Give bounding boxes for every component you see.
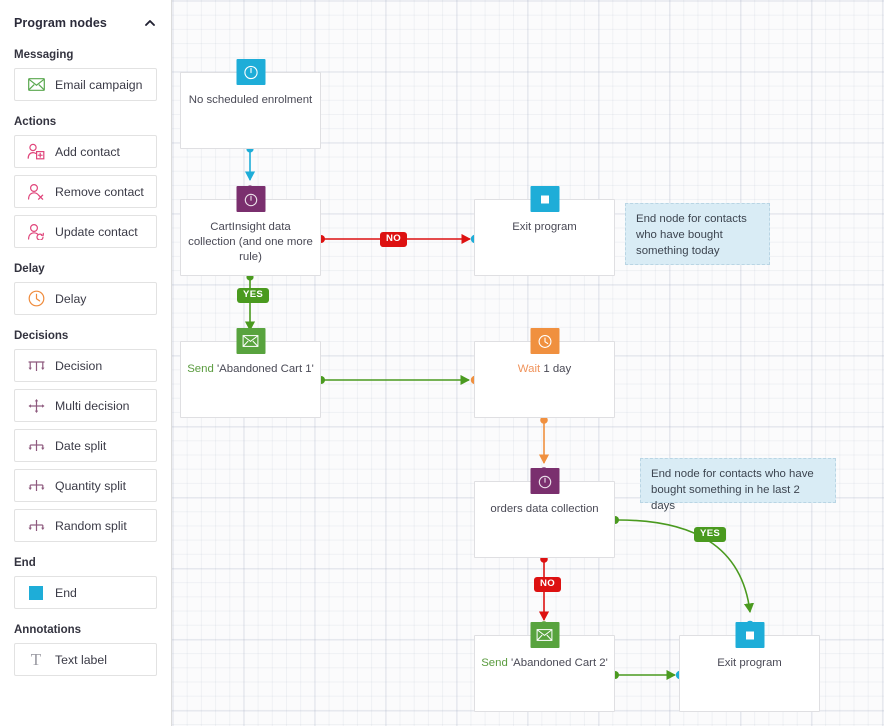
caption-rest: 1 day xyxy=(540,363,572,375)
program-node-wait-1-day[interactable]: Wait 1 day xyxy=(474,328,615,418)
node-button-label: Add contact xyxy=(55,144,120,159)
program-node-no-scheduled-enrolment[interactable]: No scheduled enrolment xyxy=(180,59,321,149)
program-node-caption: Exit program xyxy=(512,221,577,233)
envelope-icon xyxy=(530,622,559,648)
enrolment-clock-icon xyxy=(236,59,265,85)
edge-label-no-bottom[interactable]: NO xyxy=(534,577,561,592)
program-node-caption: CartInsight data collection (and one mor… xyxy=(187,220,314,265)
annotation-2-days[interactable]: End node for contacts who have bought so… xyxy=(640,458,836,512)
caption-accent: Send xyxy=(187,363,214,375)
node-button-decision[interactable]: Decision xyxy=(14,349,157,382)
node-button-end[interactable]: End xyxy=(14,576,157,609)
program-node-orders-data-collection[interactable]: orders data collection xyxy=(474,468,615,558)
caption-accent: Wait xyxy=(517,363,541,375)
program-node-caption: Wait 1 day xyxy=(481,362,608,377)
group-title-decisions: Decisions xyxy=(14,330,69,342)
node-button-update-contact[interactable]: Update contact xyxy=(14,215,157,248)
program-node-cartinsight-data-collection[interactable]: CartInsight data collection (and one mor… xyxy=(180,186,321,276)
node-button-label: Decision xyxy=(55,358,103,373)
program-flow-canvas[interactable]: No scheduled enrolment CartInsight data … xyxy=(172,0,884,726)
node-button-delay[interactable]: Delay xyxy=(14,282,157,315)
envelope-icon xyxy=(236,328,265,354)
node-button-random-split[interactable]: Random split xyxy=(14,509,157,542)
quantity-split-icon xyxy=(26,476,46,496)
text-label-icon: T xyxy=(30,650,42,669)
group-title-delay: Delay xyxy=(14,263,45,275)
program-nodes-sidebar: Program nodes Messaging Email campaign A… xyxy=(0,0,172,726)
node-button-email-campaign[interactable]: Email campaign xyxy=(14,68,157,101)
person-add-icon xyxy=(26,142,46,162)
node-button-label: Random split xyxy=(55,518,127,533)
program-node-caption: orders data collection xyxy=(490,503,599,515)
edge-label-yes-left[interactable]: YES xyxy=(237,288,270,303)
edge-label-no-top[interactable]: NO xyxy=(380,232,407,247)
node-button-remove-contact[interactable]: Remove contact xyxy=(14,175,157,208)
annotation-today[interactable]: End node for contacts who have bought so… xyxy=(625,203,770,265)
node-button-quantity-split[interactable]: Quantity split xyxy=(14,469,157,502)
caption-line-1: CartInsight data collection (and one mor… xyxy=(188,221,313,263)
group-title-end: End xyxy=(14,557,36,569)
edge-label-yes-right[interactable]: YES xyxy=(694,527,727,542)
clock-icon xyxy=(530,328,559,354)
data-collection-icon xyxy=(236,186,265,212)
caption-accent: Send xyxy=(481,657,508,669)
envelope-icon xyxy=(26,75,46,95)
program-node-exit-program-top[interactable]: Exit program xyxy=(474,186,615,276)
node-button-label: Remove contact xyxy=(55,184,144,199)
chevron-up-icon[interactable] xyxy=(143,16,157,30)
program-node-caption: Send 'Abandoned Cart 2' xyxy=(481,656,608,671)
caption-rest: 'Abandoned Cart 2' xyxy=(507,657,608,669)
person-remove-icon xyxy=(26,182,46,202)
node-button-date-split[interactable]: Date split xyxy=(14,429,157,462)
sidebar-header: Program nodes xyxy=(14,0,157,36)
node-button-label: Text label xyxy=(55,652,107,667)
node-button-label: Email campaign xyxy=(55,77,143,92)
group-title-annotations: Annotations xyxy=(14,624,82,636)
group-title-actions: Actions xyxy=(14,116,57,128)
program-node-caption: Exit program xyxy=(717,657,782,669)
node-button-label: Delay xyxy=(55,291,87,306)
node-button-label: End xyxy=(55,585,77,600)
multi-decision-icon xyxy=(26,396,46,416)
date-split-icon xyxy=(26,436,46,456)
caption-rest: 'Abandoned Cart 1' xyxy=(213,363,314,375)
node-button-label: Update contact xyxy=(55,224,138,239)
page-title: Program nodes xyxy=(14,15,107,30)
node-button-multi-decision[interactable]: Multi decision xyxy=(14,389,157,422)
node-button-add-contact[interactable]: Add contact xyxy=(14,135,157,168)
program-node-caption: No scheduled enrolment xyxy=(188,94,313,106)
program-node-send-abandoned-cart-2[interactable]: Send 'Abandoned Cart 2' xyxy=(474,622,615,712)
program-node-caption: Send 'Abandoned Cart 1' xyxy=(187,362,314,377)
node-button-label: Date split xyxy=(55,438,107,453)
group-title-messaging: Messaging xyxy=(14,49,74,61)
data-collection-icon xyxy=(530,468,559,494)
program-node-send-abandoned-cart-1[interactable]: Send 'Abandoned Cart 1' xyxy=(180,328,321,418)
node-button-label: Quantity split xyxy=(55,478,127,493)
random-split-icon xyxy=(26,516,46,536)
node-button-label: Multi decision xyxy=(55,398,130,413)
person-update-icon xyxy=(26,222,46,242)
program-node-exit-program-bottom[interactable]: Exit program xyxy=(679,622,820,712)
decision-split-icon xyxy=(26,356,46,376)
node-button-text-label[interactable]: T Text label xyxy=(14,643,157,676)
clock-icon xyxy=(26,289,46,309)
end-square-icon xyxy=(735,622,764,648)
end-square-icon xyxy=(530,186,559,212)
end-square-icon xyxy=(26,583,46,603)
